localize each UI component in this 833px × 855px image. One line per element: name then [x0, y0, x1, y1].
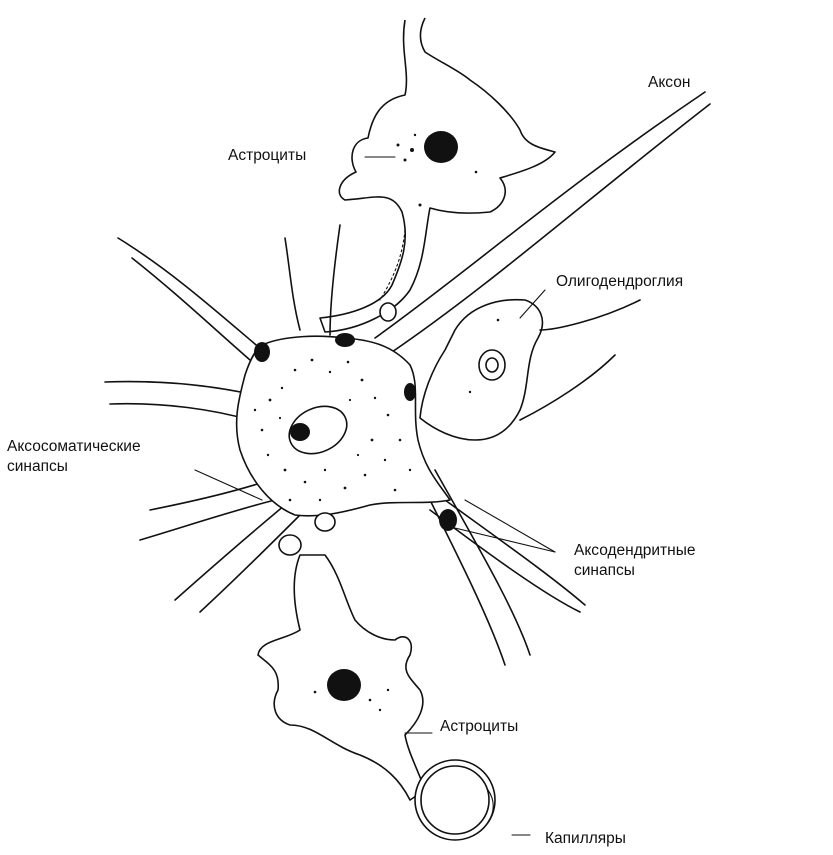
label-axosomatic-line1: Аксосоматические: [7, 437, 141, 457]
astrocyte-top: [320, 18, 555, 332]
label-astrocytes-bottom: Астроциты: [440, 717, 518, 737]
label-axodendritic-line2: синапсы: [574, 561, 695, 581]
label-axodendritic-synapses: Аксодендритные синапсы: [574, 541, 695, 581]
astrocyte-bottom: [258, 555, 425, 800]
label-oligodendroglia: Олигодендроглия: [556, 272, 683, 292]
oligodendroglia-cell: [420, 300, 640, 440]
capillary: [415, 760, 495, 840]
label-capillaries: Капилляры: [545, 829, 626, 849]
label-axodendritic-line1: Аксодендритные: [574, 541, 695, 561]
label-axon: Аксон: [648, 73, 690, 93]
label-axosomatic-line2: синапсы: [7, 457, 141, 477]
label-astrocytes-top: Астроциты: [228, 146, 306, 166]
leader-axodendritic-1: [465, 500, 555, 552]
label-axosomatic-synapses: Аксосоматические синапсы: [7, 437, 141, 477]
